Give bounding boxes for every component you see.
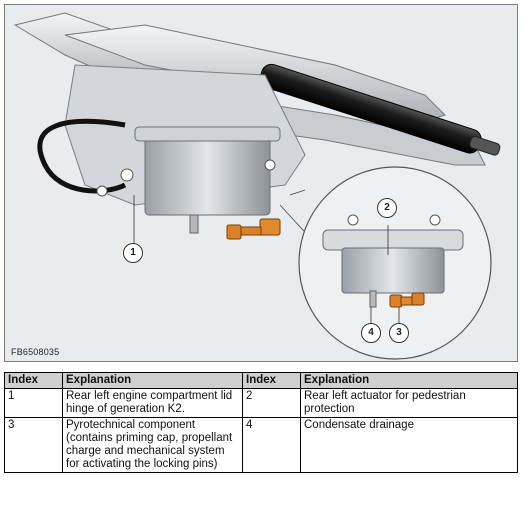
explanation-cell: Pyrotechnical component (contains primin… xyxy=(62,417,243,473)
legend-header-row: Index Explanation Index Explanation xyxy=(4,372,518,389)
index-cell: 4 xyxy=(242,417,301,473)
callout-2: 2 xyxy=(377,198,397,218)
callout-3: 3 xyxy=(389,323,409,343)
header-explanation: Explanation xyxy=(300,372,518,389)
index-cell: 2 xyxy=(242,388,301,418)
index-cell: 1 xyxy=(4,388,63,418)
explanation-cell: Rear left actuator for pedestrian protec… xyxy=(300,388,518,418)
index-cell: 3 xyxy=(4,417,63,473)
legend-table: Index Explanation Index Explanation 1 Re… xyxy=(4,372,518,473)
header-index: Index xyxy=(242,372,301,389)
callout-1: 1 xyxy=(123,243,143,263)
figure-code: FB6508035 xyxy=(11,347,60,357)
hinge-actuator-drawing xyxy=(5,5,517,361)
explanation-cell: Rear left engine compartment lid hinge o… xyxy=(62,388,243,418)
header-explanation: Explanation xyxy=(62,372,243,389)
explanation-cell: Condensate drainage xyxy=(300,417,518,473)
component-illustration: 1 2 3 4 FB6508035 xyxy=(4,4,518,362)
table-row: 1 Rear left engine compartment lid hinge… xyxy=(4,388,518,418)
callout-4: 4 xyxy=(361,323,381,343)
table-row: 3 Pyrotechnical component (contains prim… xyxy=(4,417,518,473)
header-index: Index xyxy=(4,372,63,389)
